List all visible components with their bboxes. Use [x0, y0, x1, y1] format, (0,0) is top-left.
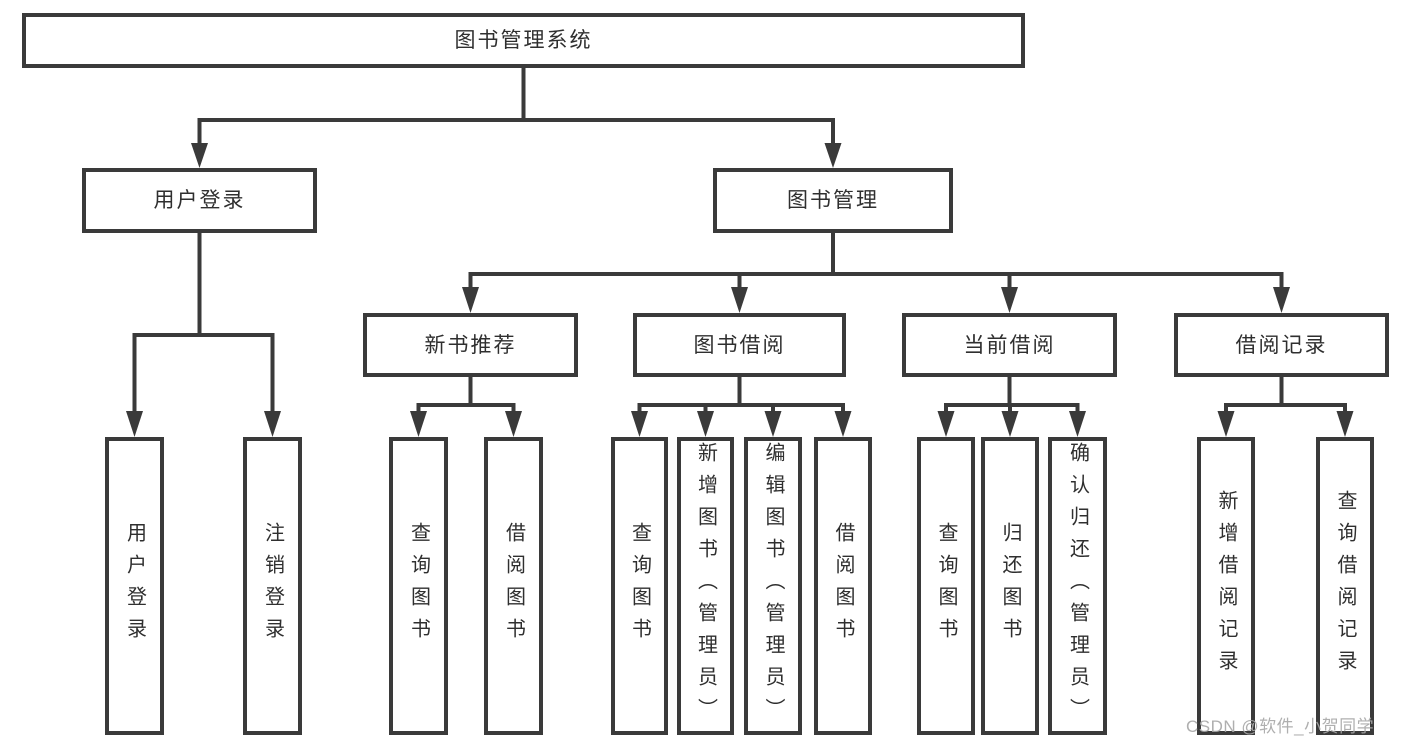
leaf-borrow-books-recommend: 借阅图书 — [484, 437, 543, 735]
connector-root-to-level2 — [191, 68, 842, 168]
connector-borrow-records-to-leaves — [1217, 377, 1354, 437]
leaf-confirm-return-admin: 确认归还（管理员） — [1048, 437, 1107, 735]
leaf-logout: 注销登录 — [243, 437, 302, 735]
connector-current-borrow-to-leaves — [937, 377, 1086, 437]
node-current-borrow: 当前借阅 — [902, 313, 1117, 377]
connector-new-book-recommend-to-leaves — [410, 377, 522, 437]
node-root-library-system: 图书管理系统 — [22, 13, 1025, 68]
leaf-query-books-recommend: 查询图书 — [389, 437, 448, 735]
node-new-book-recommend: 新书推荐 — [363, 313, 578, 377]
leaf-query-borrow-record: 查询借阅记录 — [1316, 437, 1374, 735]
node-book-borrow: 图书借阅 — [633, 313, 846, 377]
connector-user-login-to-leaves — [126, 233, 281, 437]
leaf-user-login: 用户登录 — [105, 437, 164, 735]
connector-book-management-to-level3 — [462, 233, 1290, 313]
leaf-add-borrow-record: 新增借阅记录 — [1197, 437, 1255, 735]
leaf-add-book-admin: 新增图书（管理员） — [677, 437, 734, 735]
leaf-query-books-borrow: 查询图书 — [611, 437, 668, 735]
node-user-login: 用户登录 — [82, 168, 317, 233]
leaf-edit-book-admin: 编辑图书（管理员） — [744, 437, 802, 735]
leaf-return-book: 归还图书 — [981, 437, 1039, 735]
csdn-watermark: CSDN @软件_小贺同学 — [1186, 717, 1375, 736]
node-book-management: 图书管理 — [713, 168, 953, 233]
leaf-borrow-books: 借阅图书 — [814, 437, 872, 735]
connector-book-borrow-to-leaves — [631, 377, 852, 437]
leaf-query-books-current: 查询图书 — [917, 437, 975, 735]
node-borrow-records: 借阅记录 — [1174, 313, 1389, 377]
